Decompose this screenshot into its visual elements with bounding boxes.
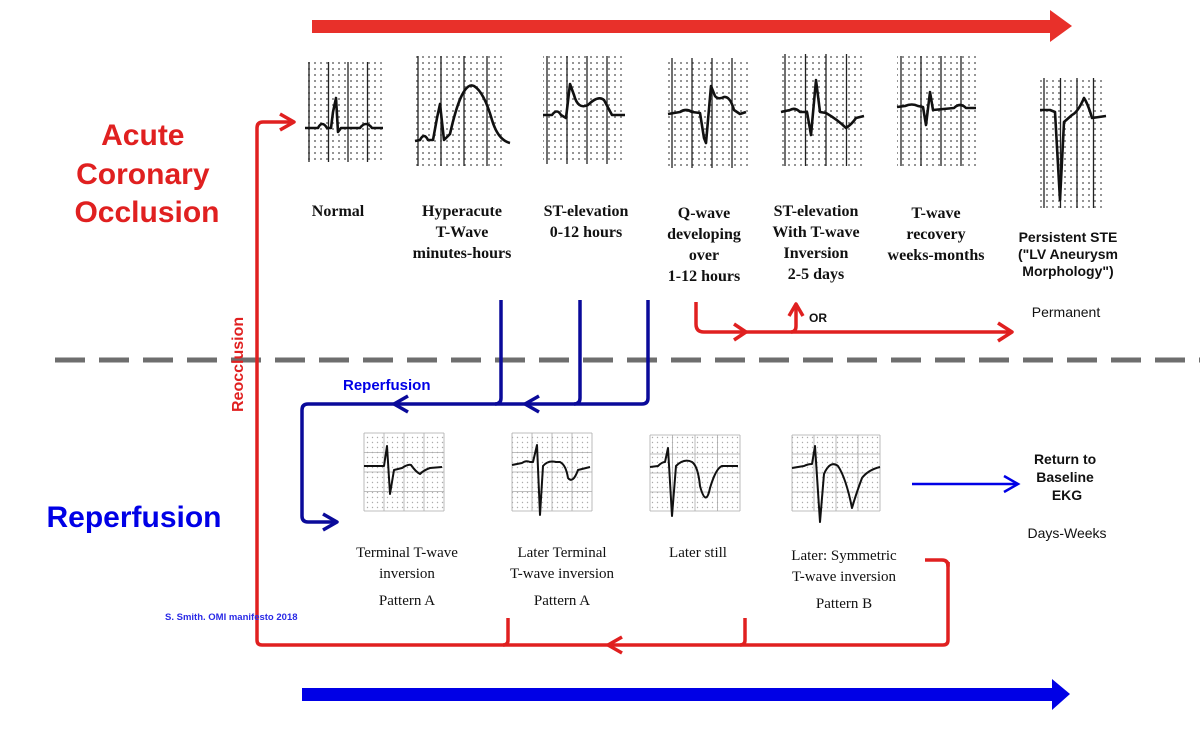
reperfusion-path bbox=[300, 300, 650, 532]
ecg-trace bbox=[511, 444, 591, 516]
ecg-trace bbox=[1040, 96, 1107, 202]
return-baseline-arrow bbox=[912, 474, 1021, 494]
reperfusion-timeline-arrow bbox=[302, 679, 1070, 710]
reocclusion-path bbox=[255, 112, 950, 655]
citation: S. Smith. OMI manifesto 2018 bbox=[165, 612, 298, 623]
ecg-trace bbox=[791, 445, 881, 523]
ecg-strip-hyperacute bbox=[414, 56, 511, 166]
ecg-trace bbox=[543, 82, 625, 120]
ecg-strip-t-wave-recovery bbox=[896, 56, 977, 166]
occlusion-timeline-arrow bbox=[312, 10, 1072, 42]
ecg-strip-q-wave bbox=[667, 58, 748, 168]
ecg-trace bbox=[896, 90, 976, 127]
ecg-strip-later-still bbox=[649, 434, 741, 517]
ecg-trace bbox=[414, 84, 511, 145]
stage-label-later-still: Later still bbox=[669, 545, 727, 561]
ecg-trace bbox=[364, 445, 443, 495]
ecg-trace bbox=[305, 96, 383, 134]
reperfusion-arrow-label: Reperfusion bbox=[343, 377, 431, 394]
permanent-label: Permanent bbox=[1032, 304, 1101, 320]
ecg-trace bbox=[667, 84, 747, 145]
pattern-label: Pattern A bbox=[534, 593, 590, 609]
reperfusion-title: Reperfusion bbox=[46, 501, 221, 534]
ecg-strip-later-terminal-twi bbox=[511, 432, 593, 516]
ecg-trace bbox=[649, 447, 738, 517]
or-label: OR bbox=[809, 311, 827, 325]
pattern-label: Pattern B bbox=[816, 596, 872, 612]
stage-label-normal: Normal bbox=[312, 203, 365, 220]
pattern-label: Pattern A bbox=[379, 593, 435, 609]
q-wave-branch-path bbox=[694, 302, 1014, 343]
ecg-strip-persistent-ste bbox=[1040, 78, 1107, 208]
occlusion-title: Acute Coronary Occlusion bbox=[74, 119, 219, 229]
ecg-strip-st-elevation bbox=[543, 56, 625, 164]
reocclusion-label: Reocclusion bbox=[230, 317, 247, 412]
ecg-strip-terminal-twi bbox=[363, 432, 445, 512]
ecg-trace bbox=[780, 78, 865, 137]
ecg-strip-ste-twi bbox=[780, 54, 865, 166]
ecg-strip-symmetric-twi bbox=[791, 434, 881, 523]
return-baseline-label: Return to Baseline EKG bbox=[1034, 451, 1100, 503]
days-weeks-label: Days-Weeks bbox=[1027, 525, 1106, 541]
ecg-strip-normal bbox=[305, 62, 383, 162]
